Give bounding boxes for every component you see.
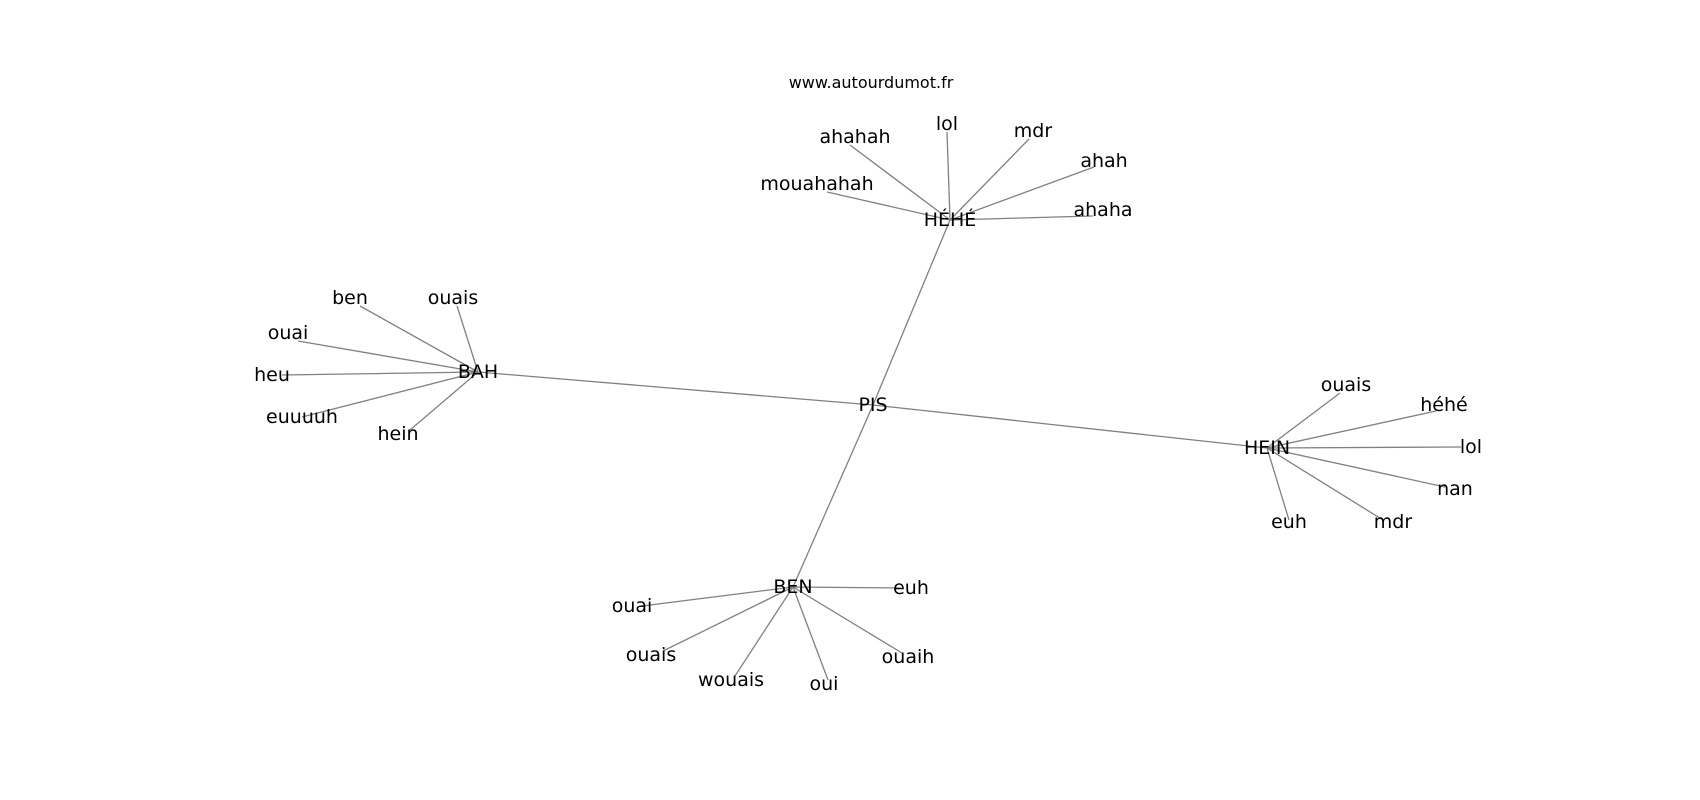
edge-center-to-hub — [477, 371, 874, 406]
leaf-node-label: ouais — [1321, 374, 1372, 396]
edge-hub-to-leaf — [949, 166, 1095, 221]
leaf-node-label: ouais — [428, 287, 479, 309]
edge-hub-to-leaf — [1266, 447, 1446, 488]
edge-hub-to-leaf — [297, 340, 479, 373]
edge-hub-to-leaf — [641, 586, 794, 607]
leaf-node-label: ahah — [1080, 150, 1127, 172]
edge-hub-to-leaf — [1266, 447, 1290, 521]
leaf-node-label: euuuuh — [266, 406, 338, 428]
edge-hub-to-leaf — [409, 371, 479, 431]
edge-hub-to-leaf — [662, 586, 794, 652]
leaf-node-label: oui — [810, 673, 839, 695]
leaf-node-label: lol — [936, 113, 958, 135]
edge-hub-to-leaf — [1266, 447, 1384, 521]
leaf-node-label: heu — [254, 364, 290, 386]
edge-hub-to-leaf — [946, 131, 951, 221]
edge-hub-to-leaf — [949, 215, 1094, 221]
hub-node-label: HÉHÉ — [924, 208, 977, 231]
edge-hub-to-leaf — [792, 586, 903, 654]
hub-node-label: BAH — [458, 361, 498, 383]
hub-node-label: HEIN — [1244, 437, 1290, 459]
leaf-node-label: mouahahah — [760, 173, 873, 195]
label-layer: PIS HÉHÉ ahahah lol mdr mouahahah ahah ahahaBAH… — [254, 113, 1482, 695]
leaf-node-label: ouai — [268, 322, 309, 344]
center-node-label: PIS — [858, 394, 887, 416]
edge-hub-to-leaf — [301, 371, 479, 418]
leaf-node-label: ben — [332, 287, 368, 309]
leaf-node-label: mdr — [1374, 511, 1413, 533]
edge-hub-to-leaf — [792, 586, 902, 589]
leaf-node-label: ouais — [626, 644, 677, 666]
leaf-node-label: mdr — [1014, 120, 1053, 142]
leaf-node-label: ouaih — [882, 646, 935, 668]
leaf-node-label: ouai — [612, 595, 653, 617]
edge-hub-to-leaf — [456, 305, 479, 373]
edge-hub-to-leaf — [734, 586, 794, 677]
hub-node-label: BEN — [773, 576, 812, 598]
edge-hub-to-leaf — [826, 191, 951, 221]
leaf-node-label: hein — [377, 423, 418, 445]
leaf-node-label: wouais — [698, 669, 764, 691]
leaf-node-label: nan — [1437, 478, 1473, 500]
edge-hub-to-leaf — [849, 144, 951, 221]
edge-center-to-hub — [872, 404, 1268, 449]
site-caption: www.autourdumot.fr — [789, 73, 954, 92]
leaf-node-label: lol — [1460, 436, 1482, 458]
edge-center-to-hub — [792, 404, 874, 588]
edge-hub-to-leaf — [1266, 410, 1437, 449]
edge-hub-to-leaf — [281, 371, 479, 376]
leaf-node-label: ahahah — [819, 126, 890, 148]
edge-hub-to-leaf — [949, 138, 1030, 221]
edge-hub-to-leaf — [1266, 446, 1462, 449]
edge-hub-to-leaf — [792, 586, 829, 681]
edge-hub-to-leaf — [359, 305, 479, 373]
edge-layer — [281, 131, 1462, 681]
leaf-node-label: ahaha — [1073, 199, 1132, 221]
leaf-node-label: héhé — [1420, 394, 1467, 416]
leaf-node-label: euh — [1271, 511, 1307, 533]
edge-center-to-hub — [872, 219, 951, 406]
leaf-node-label: euh — [893, 577, 929, 599]
edge-hub-to-leaf — [1266, 392, 1341, 449]
